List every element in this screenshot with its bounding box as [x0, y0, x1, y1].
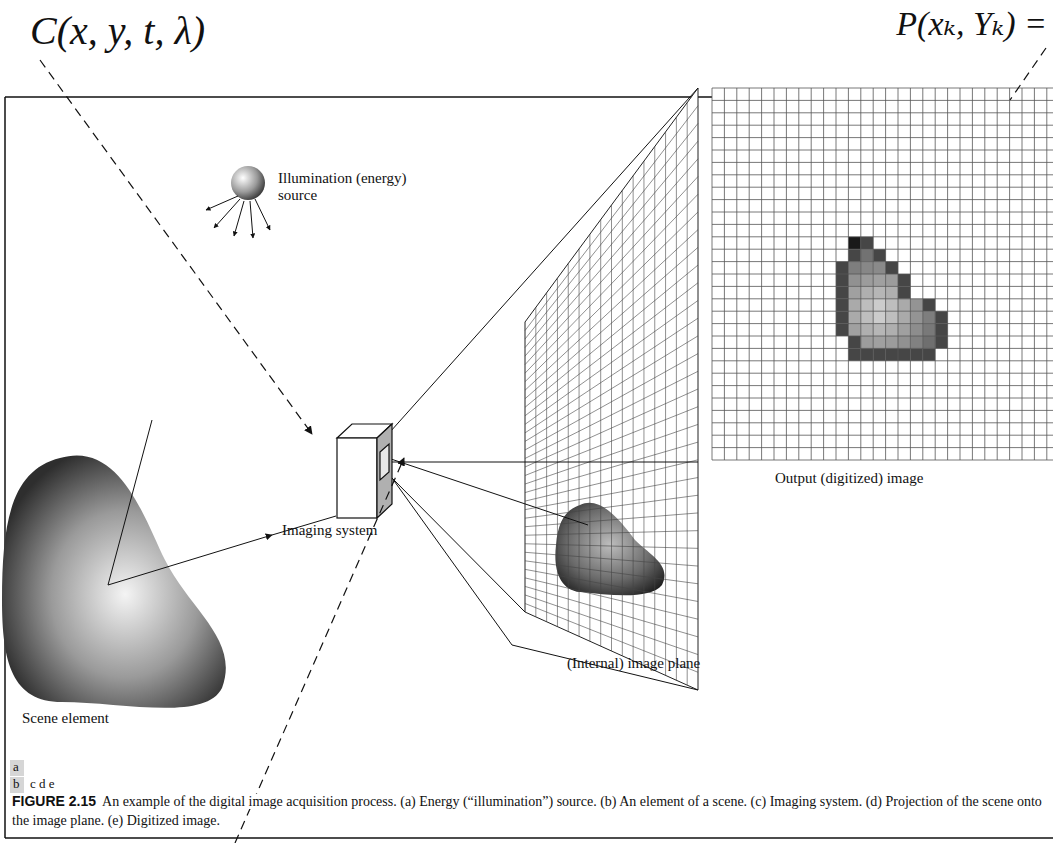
output-grid [712, 88, 1053, 460]
panel-key-ground [10, 777, 24, 793]
image-plane-grid [525, 103, 698, 686]
part-label: Scene element [22, 710, 109, 727]
part-label: Imaging system [282, 522, 377, 539]
panel-key: a [13, 760, 19, 775]
equation-label: C(x, y, t, λ) [30, 8, 205, 54]
equation-label: P(xₖ, Yₖ) = [896, 4, 1047, 43]
part-label: Illumination (energy) source [278, 170, 428, 205]
projected-scene [555, 503, 664, 596]
panel-key-ground [10, 760, 24, 776]
imaging-system [337, 424, 392, 518]
part-label: Output (digitized) image [775, 470, 923, 487]
scene-element [2, 455, 226, 707]
annotation-leaders [40, 48, 1046, 843]
scene-rays [108, 420, 336, 585]
panel-key: c d e [30, 777, 55, 792]
image-plane [525, 88, 698, 690]
illumination-source [231, 166, 265, 200]
figure-number: FIGURE 2.15 [12, 793, 96, 809]
illumination-rays [206, 196, 270, 238]
caption-text: An example of the digital image acquisit… [12, 794, 1042, 828]
projection-lines [388, 88, 698, 690]
panel-key: b [13, 777, 20, 792]
figure-caption: FIGURE 2.15An example of the digital ima… [12, 792, 1042, 831]
part-label: (Internal) image plane [567, 655, 700, 672]
